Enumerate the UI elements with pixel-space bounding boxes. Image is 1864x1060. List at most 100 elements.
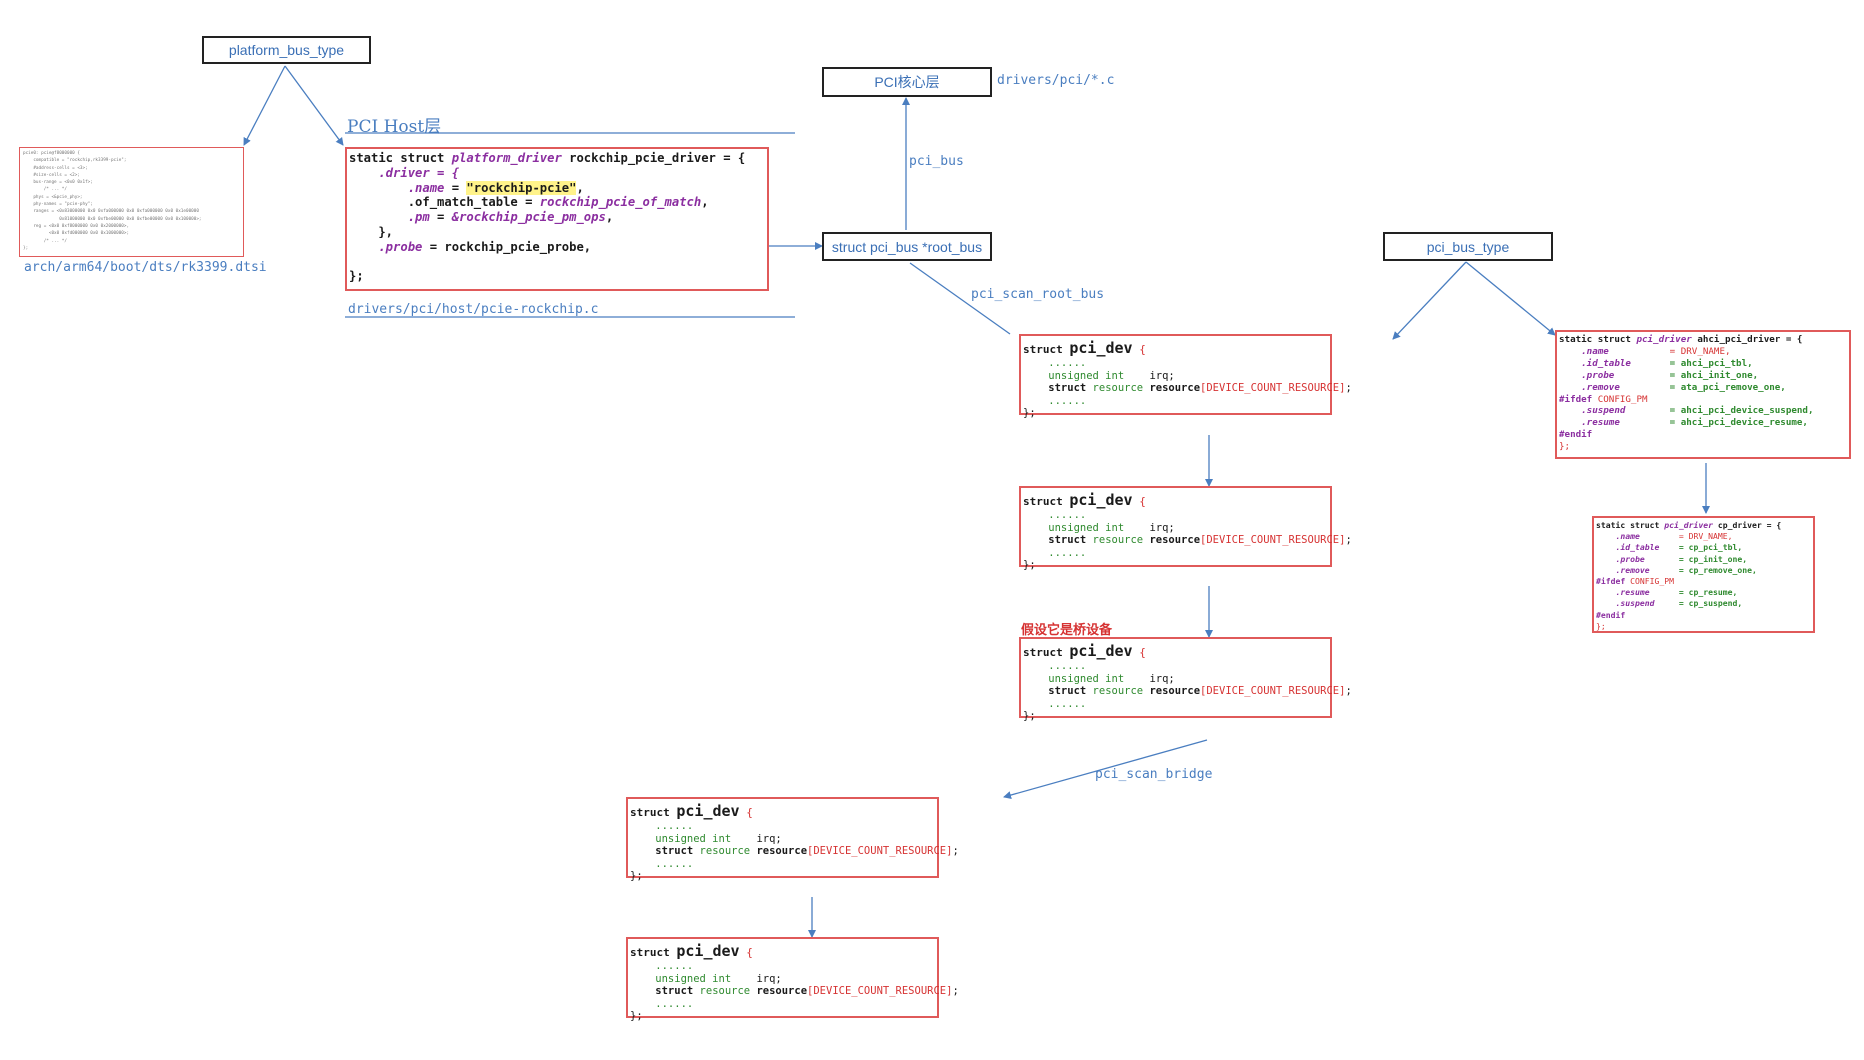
dts-line: bus-range = <0x0 0x1f>; — [23, 180, 93, 186]
code-probe-value: = rockchip_pcie_probe, — [422, 239, 592, 254]
code-pm-value: &rockchip_pcie_pm_ops — [451, 210, 606, 225]
code-driver-name: cp_driver = { — [1712, 520, 1782, 530]
pci-dev-res-name: resource — [1149, 685, 1201, 697]
dts-line: pcie0: pcie@f8000000 { — [23, 151, 80, 156]
pci-dev-struct-kw: struct — [1023, 343, 1070, 356]
pci-dev-res-kw: struct — [1023, 534, 1093, 546]
pci-dev-dots: ...... — [1023, 697, 1087, 710]
pci-dev-box: struct pci_dev { ...... unsigned int irq… — [626, 797, 959, 882]
driver-field-row: .resume = ahci_pci_device_resume, — [1559, 417, 1849, 429]
pci-dev-open-brace: { — [1132, 646, 1146, 659]
code-close-inner: }, — [349, 224, 394, 239]
pci-dev-res-index: [DEVICE_COUNT_RESOURCE] — [1200, 382, 1346, 394]
code-value: = cp_init_one, — [1678, 553, 1748, 564]
pci-dev-irq-type: unsigned int — [1023, 521, 1125, 534]
code-value: = ahci_pci_device_suspend, — [1669, 405, 1814, 417]
code-field: .probe — [1559, 369, 1615, 381]
driver-field-row: .resume = cp_resume, — [1596, 587, 1813, 598]
code-close: }; — [349, 269, 364, 284]
pci-dev-res-name: resource — [1149, 382, 1201, 394]
code-field: .remove — [1559, 381, 1620, 393]
cp-pci-driver-code: static struct pci_driver cp_driver = { .… — [1596, 520, 1813, 631]
code-of-match-value: rockchip_pcie_of_match — [539, 195, 702, 210]
code-value: = cp_remove_one, — [1678, 564, 1757, 575]
code-name-value: "rockchip-pcie" — [466, 180, 577, 195]
code-value: = DRV_NAME, — [1669, 345, 1731, 357]
dts-line: compatible = "rockchip,rk3399-pcie"; — [23, 158, 127, 164]
pci-dev-irq-type: unsigned int — [1023, 369, 1125, 382]
driver-field-row: .name = DRV_NAME, — [1559, 346, 1849, 358]
pci-dev-irq-field: irq; — [1124, 521, 1175, 534]
pci-dev-dots: ...... — [1023, 546, 1087, 559]
driver-field-row: .name = DRV_NAME, — [1596, 531, 1813, 542]
pci-dev-res-index: [DEVICE_COUNT_RESOURCE] — [807, 985, 953, 997]
code-comma: , — [701, 195, 709, 210]
dts-line: /* ... */ — [23, 187, 67, 193]
pci-dev-open-brace: { — [1132, 343, 1146, 356]
pci-dev-name: pci_dev — [1069, 491, 1133, 509]
pci-dev-dots: ...... — [1023, 394, 1087, 407]
dtsi-path-label: arch/arm64/boot/dts/rk3399.dtsi — [24, 260, 267, 275]
pci-dev-close: }; — [1023, 710, 1036, 722]
rockchip-pcie-driver-box: static struct platform_driver rockchip_p… — [345, 147, 769, 291]
code-field: .name — [1559, 345, 1609, 357]
code-field: .suspend — [1559, 405, 1626, 417]
code-field: .id_table — [1596, 542, 1660, 553]
code-endif: #endif — [1596, 609, 1626, 620]
code-field: .suspend — [1596, 598, 1655, 609]
code-type: pci_driver — [1636, 334, 1692, 345]
pci-dev-res-type: resource — [699, 985, 757, 997]
pci-dev-res-end: ; — [952, 985, 959, 997]
dts-snippet-box: pcie0: pcie@f8000000 { compatible = "roc… — [19, 147, 244, 257]
pci-dev-irq-type: unsigned int — [630, 972, 732, 985]
pci-dev-dots: ...... — [630, 960, 694, 972]
dts-line: }; — [23, 245, 29, 251]
pci-host-layer-label: PCI Host层 — [347, 117, 442, 137]
dts-line: phys = <&pcie_phy>; — [23, 194, 83, 200]
driver-field-row: .id_table = cp_pci_tbl, — [1596, 542, 1813, 553]
arrow-pcibustype-to-ahci — [1465, 261, 1556, 336]
pci-dev-irq-field: irq; — [1124, 672, 1175, 685]
pci-dev-res-type: resource — [699, 845, 757, 857]
code-driver-name: ahci_pci_driver = { — [1691, 334, 1803, 345]
pci-dev-box-bridge: struct pci_dev { ...... unsigned int irq… — [1019, 637, 1352, 722]
arrow-bridge-to-pcidev4 — [1003, 739, 1208, 799]
pci-dev-struct-kw: struct — [630, 946, 677, 959]
pci-dev-res-index: [DEVICE_COUNT_RESOURCE] — [1200, 534, 1346, 546]
driver-field-row: .suspend = ahci_pci_device_suspend, — [1559, 405, 1849, 417]
pci-dev-dots: ...... — [630, 857, 694, 870]
code-field-name: .name — [349, 180, 445, 195]
bridge-device-note: 假设它是桥设备 — [1021, 623, 1113, 638]
root-bus-box: struct pci_bus *root_bus — [822, 232, 992, 261]
pci-core-box: PCI核心层 — [822, 67, 992, 97]
pci-dev-irq-type: unsigned int — [630, 832, 732, 845]
pci-dev-irq-field: irq; — [731, 972, 782, 985]
pci-dev-open-brace: { — [1132, 495, 1146, 508]
driver-field-row: .suspend = cp_suspend, — [1596, 598, 1813, 609]
code-field: .id_table — [1559, 357, 1631, 369]
dts-line: /* ... */ — [23, 238, 67, 244]
pci-dev-res-name: resource — [756, 845, 808, 857]
driver-field-row: .remove = cp_remove_one, — [1596, 565, 1813, 576]
code-field-of-match: .of_match_table = — [349, 195, 540, 210]
code-field: .name — [1596, 531, 1640, 542]
arrow-pcibustype-to-pcidev1 — [1392, 261, 1467, 340]
pci-dev-name: pci_dev — [676, 802, 740, 820]
pci-dev-dots: ...... — [1023, 660, 1087, 672]
code-value: = DRV_NAME, — [1678, 531, 1733, 542]
pci-dev-dots: ...... — [1023, 357, 1087, 369]
pci-dev-res-end: ; — [1345, 382, 1352, 394]
pci-dev-box: struct pci_dev { ...... unsigned int irq… — [1019, 486, 1352, 571]
cp-pci-driver-box: static struct pci_driver cp_driver = { .… — [1592, 516, 1815, 633]
code-field: .probe — [1596, 553, 1645, 564]
dts-snippet-code: pcie0: pcie@f8000000 { compatible = "roc… — [23, 150, 240, 252]
pci-dev-struct-kw: struct — [630, 806, 677, 819]
code-close: }; — [1596, 620, 1606, 631]
code-keyword: static struct — [1596, 520, 1665, 530]
pci-dev-res-type: resource — [1092, 685, 1150, 697]
platform-bus-type-label: platform_bus_type — [228, 42, 345, 58]
pci-dev-res-kw: struct — [630, 845, 700, 857]
pci-dev-open-brace: { — [739, 946, 753, 959]
code-ifdef-value: CONFIG_PM — [1625, 576, 1674, 587]
code-ifdef-value: CONFIG_PM — [1592, 393, 1648, 405]
